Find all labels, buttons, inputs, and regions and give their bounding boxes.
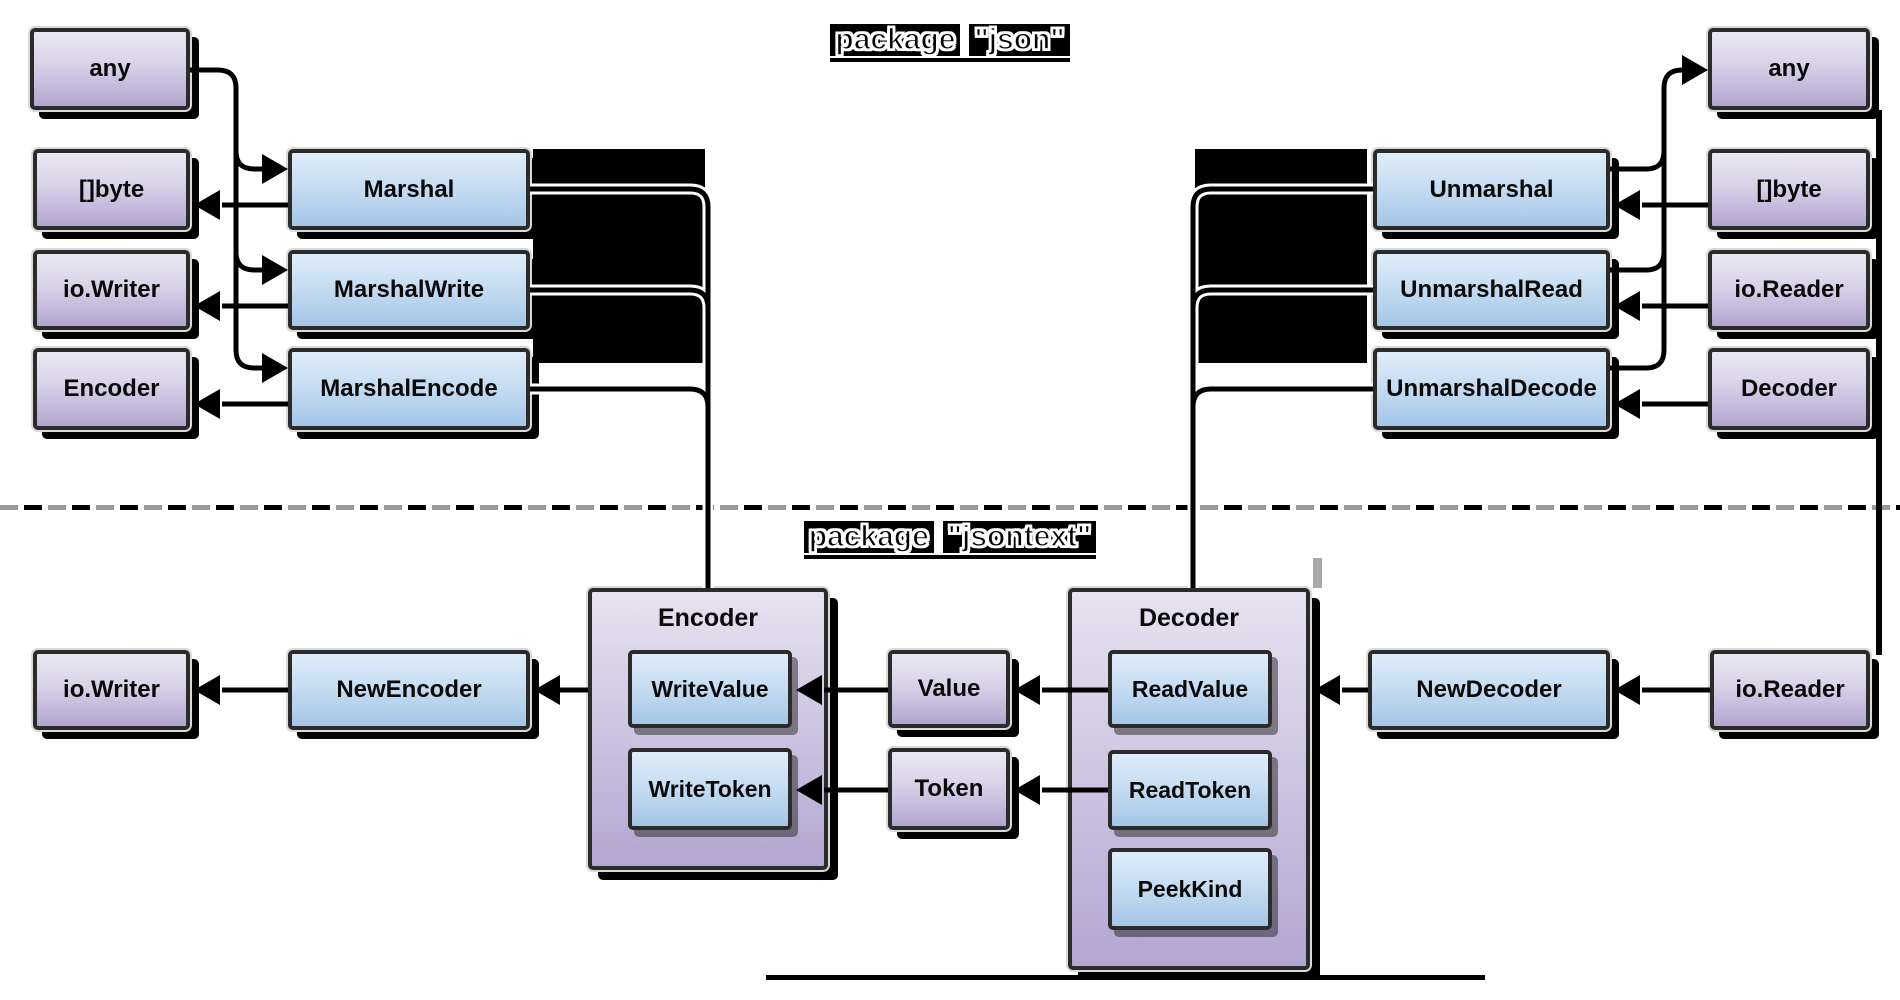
arrowhead-into-marshalencode	[262, 353, 288, 383]
edge-any-to-marshal	[233, 150, 264, 172]
package-jsontext-title-word: package	[803, 520, 934, 553]
arrowhead-into-unmarshal	[1614, 190, 1640, 220]
node-token: Token	[888, 748, 1010, 830]
node-write-token: WriteToken	[628, 748, 792, 830]
node-peek-kind: PeekKind	[1108, 848, 1272, 930]
right-edge-connector-line	[1876, 110, 1882, 655]
edge-unmarshaldecode-to-decoder	[1190, 386, 1373, 588]
node-read-value: ReadValue	[1108, 650, 1272, 728]
node-iowriter-left: io.Writer	[33, 250, 190, 330]
node-unmarshal-decode: UnmarshalDecode	[1373, 348, 1610, 430]
arrowhead-into-byte-left	[194, 190, 220, 220]
arrowhead-into-newencoder	[534, 675, 560, 705]
node-iowriter-bottom: io.Writer	[33, 650, 190, 730]
edge-unmarshaldecode-to-any	[1610, 67, 1684, 371]
package-jsontext-title-name: "jsontext"	[942, 520, 1097, 553]
node-read-token: ReadToken	[1108, 750, 1272, 830]
arrowhead-into-value	[1014, 675, 1040, 705]
arrowhead-into-token	[1014, 775, 1040, 805]
container-decoder-label: Decoder	[1138, 604, 1240, 632]
package-json-title[interactable]: package "json"	[700, 23, 1200, 62]
node-ioreader-bottom: io.Reader	[1710, 650, 1870, 730]
package-json-title-name: "json"	[969, 23, 1070, 56]
edge-marshalencode-to-encoder	[530, 386, 711, 588]
node-decoder-right: Decoder	[1708, 348, 1870, 430]
arrowhead-into-decoder-container	[1314, 675, 1340, 705]
bottom-rule-line	[766, 975, 1485, 980]
node-unmarshal: Unmarshal	[1373, 149, 1610, 230]
node-byte-right: []byte	[1708, 149, 1870, 230]
node-any-right: any	[1708, 28, 1870, 110]
edge-unmarshal-to-any	[1610, 140, 1667, 172]
arrowhead-into-any-right	[1682, 55, 1708, 85]
node-value: Value	[888, 650, 1010, 728]
edge-any-to-marshalwrite	[233, 251, 264, 273]
node-any-left: any	[30, 28, 190, 110]
node-write-value: WriteValue	[628, 650, 792, 728]
node-byte-left: []byte	[33, 149, 190, 230]
package-json-title-word: package	[830, 23, 961, 56]
node-marshal-encode: MarshalEncode	[288, 348, 530, 430]
package-divider-dashed-line	[0, 505, 1900, 510]
black-rect-left	[533, 149, 705, 363]
arrowhead-into-iowriter-bottom	[194, 675, 220, 705]
node-marshal-write: MarshalWrite	[288, 250, 530, 330]
black-rect-right	[1195, 149, 1367, 363]
arrowhead-into-encoder-left	[194, 389, 220, 419]
container-encoder-label: Encoder	[657, 604, 759, 632]
gray-artifact-bar	[1313, 558, 1322, 588]
edge-unmarshalread-to-any	[1610, 240, 1667, 273]
arrowhead-into-unmarshalread	[1614, 291, 1640, 321]
arrowhead-into-iowriter-left	[194, 291, 220, 321]
node-encoder-left: Encoder	[33, 348, 190, 430]
arrowhead-into-marshal	[262, 154, 288, 184]
node-unmarshal-read: UnmarshalRead	[1373, 250, 1610, 330]
package-jsontext-title[interactable]: package "jsontext"	[700, 520, 1200, 559]
node-marshal: Marshal	[288, 149, 530, 230]
edge-any-to-marshalencode	[190, 67, 264, 371]
arrowhead-into-marshalwrite	[262, 255, 288, 285]
node-ioreader-right: io.Reader	[1708, 250, 1870, 330]
node-new-decoder: NewDecoder	[1368, 650, 1610, 730]
node-new-encoder: NewEncoder	[288, 650, 530, 730]
arrowhead-into-newdecoder	[1614, 675, 1640, 705]
arrowhead-into-unmarshaldecode	[1614, 389, 1640, 419]
